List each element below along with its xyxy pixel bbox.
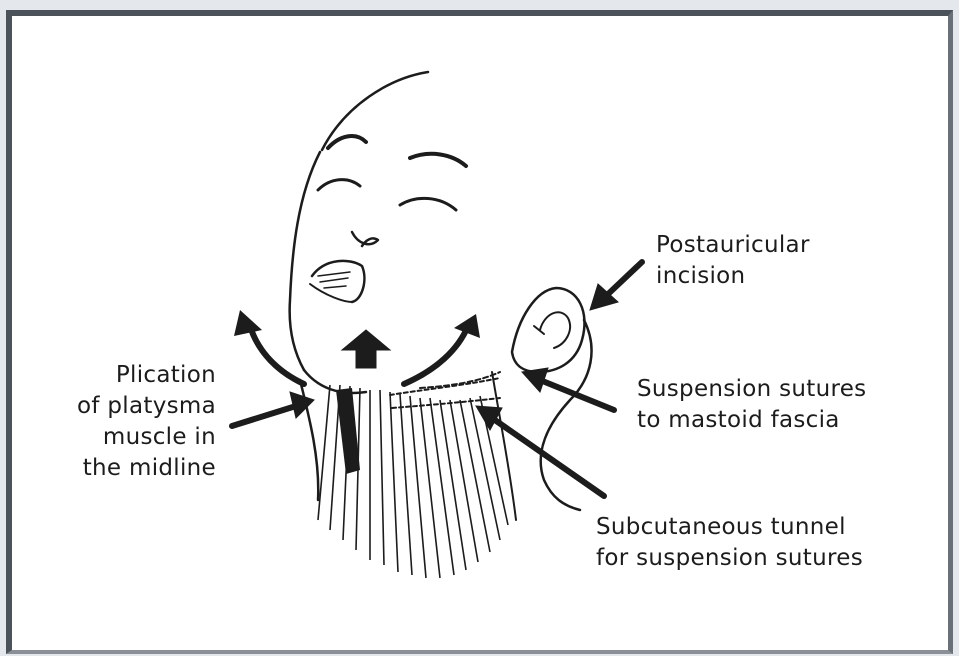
label-subcutaneous-tunnel: Subcutaneous tunnel for suspension sutur…: [596, 512, 863, 574]
plication-arrowhead: [290, 392, 314, 418]
label-line: incision: [656, 261, 810, 292]
chin-outline: [304, 370, 366, 393]
left-eye: [318, 180, 360, 190]
right-eye: [400, 198, 456, 210]
suspension-arrowhead: [522, 368, 548, 392]
label-suspension-sutures: Suspension sutures to mastoid fascia: [637, 374, 866, 436]
label-line: muscle in: [40, 422, 216, 453]
chin-lift-arrowhead: [342, 330, 390, 350]
postauricular-arrow: [606, 262, 642, 296]
label-line: Postauricular: [656, 230, 810, 261]
left-lift-arrowhead: [234, 310, 262, 336]
label-line: the midline: [40, 453, 216, 484]
nose: [352, 232, 378, 246]
label-postauricular-incision: Postauricular incision: [656, 230, 810, 292]
chin-lift-arrow-stem: [356, 350, 376, 368]
face-left-contour: [290, 152, 320, 370]
suspension-arrow: [540, 380, 614, 410]
neck-right-contour: [492, 372, 516, 520]
right-brow: [410, 154, 466, 166]
tunnel-arrowhead: [476, 406, 502, 430]
right-lift-arrow: [404, 326, 468, 384]
ear: [512, 288, 584, 372]
label-line: Plication: [40, 360, 216, 391]
label-line: Subcutaneous tunnel: [596, 512, 863, 543]
mouth-shading: [318, 272, 350, 288]
plication-arrow: [232, 406, 296, 426]
ear-inner: [534, 312, 570, 348]
midline-plication: [336, 388, 360, 474]
label-line: to mastoid fascia: [637, 405, 866, 436]
left-brow: [328, 136, 366, 148]
label-line: Suspension sutures: [637, 374, 866, 405]
label-plication: Plication of platysma muscle in the midl…: [40, 360, 216, 484]
label-line: of platysma: [40, 391, 216, 422]
label-line: for suspension sutures: [596, 543, 863, 574]
